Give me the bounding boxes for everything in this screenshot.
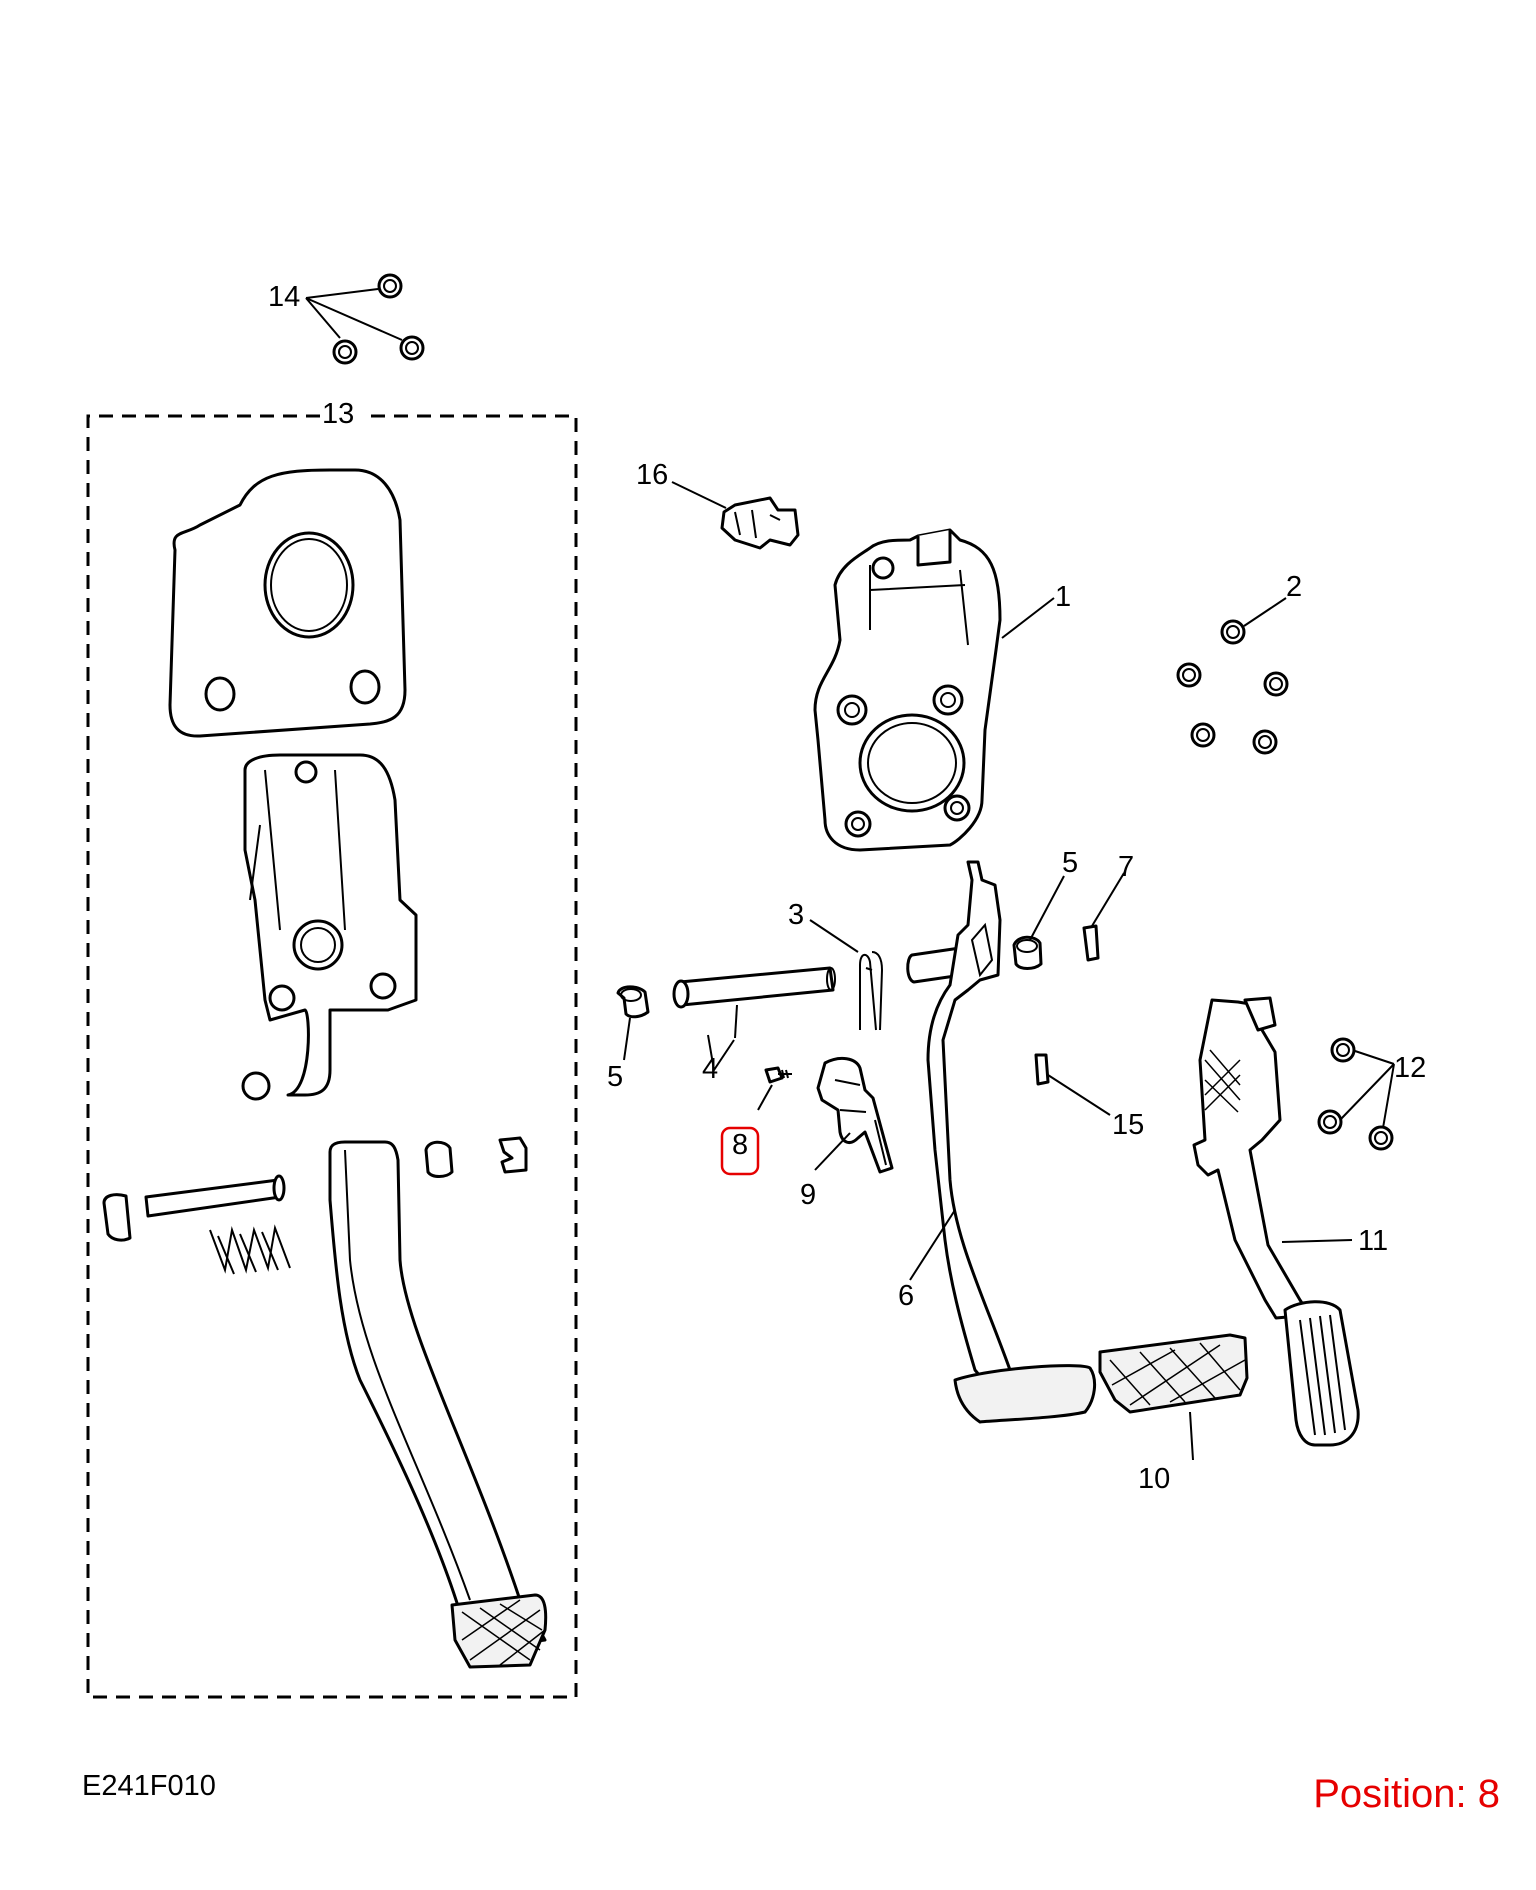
callout-14[interactable]: 14	[268, 281, 300, 313]
diagram-code: E241F010	[82, 1770, 216, 1802]
callout-1[interactable]: 1	[1055, 581, 1071, 613]
callout-7[interactable]: 7	[1118, 851, 1134, 883]
callout-5-left[interactable]: 5	[607, 1061, 623, 1093]
callout-13[interactable]: 13	[322, 398, 354, 430]
sensor-9	[816, 1056, 894, 1174]
callout-15[interactable]: 15	[1112, 1109, 1144, 1141]
nuts-14	[332, 273, 425, 365]
callout-10[interactable]: 10	[1138, 1463, 1170, 1495]
box-pedal-arm	[328, 1140, 548, 1669]
callout-8[interactable]: 8	[732, 1129, 748, 1161]
bush-5-right	[1012, 935, 1043, 970]
bush-5-left	[616, 985, 650, 1019]
assembly-box-13	[86, 414, 578, 1699]
leader-lines	[305, 288, 1395, 1461]
clip-15	[1034, 1053, 1050, 1086]
brake-pedal-6	[906, 860, 1097, 1424]
pedal-bracket-body	[241, 753, 418, 1101]
callout-16[interactable]: 16	[636, 459, 668, 491]
callout-4[interactable]: 4	[702, 1053, 718, 1085]
callout-labels: 14 13 16 1 2 3 5 7 5 4 8 9 6 15 10 11 12	[268, 281, 1426, 1495]
nuts-12	[1317, 1037, 1394, 1151]
pin-4	[672, 966, 836, 1009]
nuts-2	[1176, 619, 1289, 755]
callout-5-right[interactable]: 5	[1062, 847, 1078, 879]
callout-2[interactable]: 2	[1286, 571, 1302, 603]
pedal-box-1	[813, 528, 1002, 852]
brake-pad-10	[1098, 1333, 1249, 1414]
position-indicator: Position: 8	[1313, 1772, 1500, 1816]
bracket-plate	[168, 468, 407, 738]
callout-9[interactable]: 9	[800, 1179, 816, 1211]
bolt-8	[764, 1066, 792, 1084]
spring-clip-3	[859, 951, 884, 1031]
highlight-box	[720, 1126, 760, 1176]
switch-16	[720, 496, 800, 550]
box-pin-and-spring	[102, 1136, 528, 1275]
callout-3[interactable]: 3	[788, 899, 804, 931]
clip-7	[1082, 924, 1100, 962]
callout-6[interactable]: 6	[898, 1280, 914, 1312]
callout-12[interactable]: 12	[1394, 1052, 1426, 1084]
callout-11[interactable]: 11	[1358, 1225, 1388, 1257]
accelerator-pedal-11	[1192, 996, 1360, 1447]
